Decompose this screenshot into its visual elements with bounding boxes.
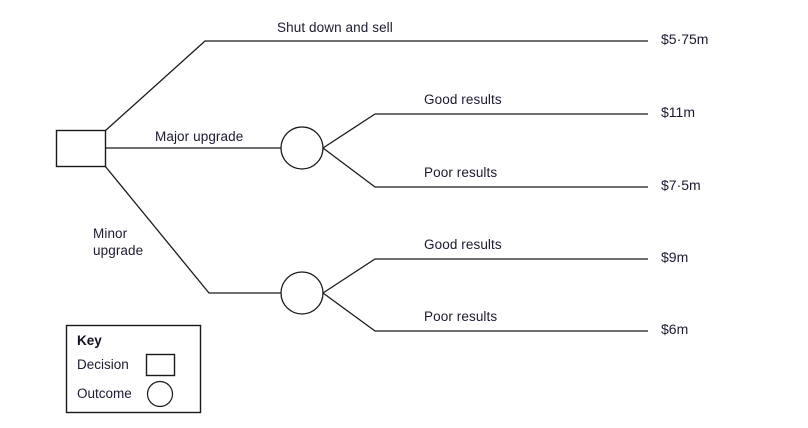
branch-label-major-poor-results: Poor results (424, 165, 498, 180)
branch-label-major-good-results: Good results (424, 92, 502, 107)
key-outcome-circle (146, 380, 174, 408)
branch-major-good-line (322, 113, 648, 149)
key-decision-square (145, 353, 176, 377)
branch-shut-down-line (104, 40, 648, 132)
key-box-border (65, 324, 202, 414)
payoff-major-good: $11m (661, 104, 695, 120)
key-title: Key (77, 333, 102, 348)
payoff-shut-down: $5·75m (661, 31, 709, 47)
branch-label-minor-good-results: Good results (424, 237, 502, 252)
branch-label-minor-upgrade-line2: upgrade (93, 243, 144, 258)
chance-node-upper-circle (280, 126, 324, 170)
payoff-major-poor: $7·5m (661, 177, 701, 193)
key-decision-label: Decision (77, 357, 129, 372)
branch-label-minor-upgrade-line1: Minor (93, 226, 128, 241)
decision-node-square (55, 129, 107, 168)
payoff-minor-poor: $6m (661, 321, 689, 337)
branch-label-shut-down: Shut down and sell (277, 20, 393, 35)
branch-minor-upgrade-line (104, 165, 281, 294)
branch-minor-good-line (322, 258, 648, 294)
chance-node-lower-circle (280, 271, 324, 315)
branch-label-minor-poor-results: Poor results (424, 309, 498, 324)
branch-minor-poor-line (322, 292, 648, 332)
payoff-minor-good: $9m (661, 249, 689, 265)
branch-label-major-upgrade: Major upgrade (155, 129, 244, 144)
key-outcome-label: Outcome (77, 386, 132, 401)
branch-major-poor-line (322, 147, 648, 188)
